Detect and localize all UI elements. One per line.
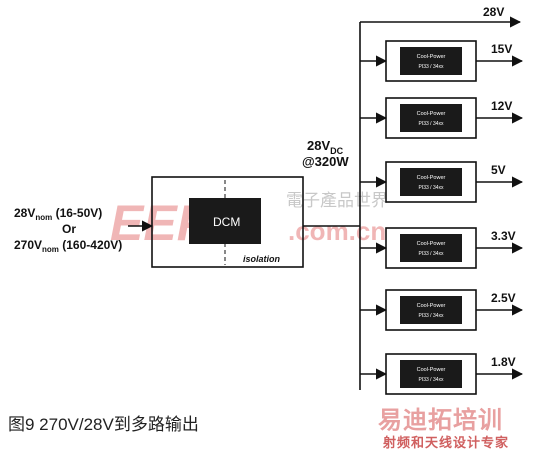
input-label-or: Or — [62, 222, 76, 236]
cool-power-module-1 — [400, 47, 462, 75]
module-line1-6: Cool-Power — [417, 367, 446, 373]
cool-power-module-3 — [400, 168, 462, 196]
eepw-domain-watermark: .com.cn — [288, 216, 386, 246]
dcm-module — [189, 198, 261, 244]
output-label-5: 2.5V — [491, 291, 516, 305]
isolation-label: isolation — [243, 254, 281, 264]
module-line1-4: Cool-Power — [417, 241, 446, 247]
cool-power-module-6 — [400, 360, 462, 388]
dcm-label: DCM — [213, 215, 240, 229]
bus-power-label: @320W — [302, 154, 349, 169]
module-line1-5: Cool-Power — [417, 303, 446, 309]
bus-voltage-label: 28VDC — [307, 138, 344, 156]
module-line1-2: Cool-Power — [417, 111, 446, 117]
dcm-outer-box — [151, 176, 304, 268]
cool-power-module-4 — [400, 234, 462, 262]
module-line2-6: PI33 / 34xx — [418, 377, 444, 383]
cool-power-module-2 — [400, 104, 462, 132]
output-label-0: 28V — [483, 5, 504, 19]
module-line2-3: PI33 / 34xx — [418, 185, 444, 191]
output-label-6: 1.8V — [491, 355, 516, 369]
module-line2-4: PI33 / 34xx — [418, 251, 444, 257]
output-label-2: 12V — [491, 99, 512, 113]
module-line1-1: Cool-Power — [417, 54, 446, 60]
input-label-28v: 28Vnom (16-50V) — [14, 206, 102, 222]
brand-watermark-subtitle: 射频和天线设计专家 — [383, 436, 510, 451]
eepw-cn-watermark: 電子產品世界 — [286, 191, 388, 211]
module-line2-5: PI33 / 34xx — [418, 313, 444, 319]
input-label-270v: 270Vnom (160-420V) — [14, 238, 122, 254]
output-label-4: 3.3V — [491, 229, 516, 243]
output-label-3: 5V — [491, 163, 506, 177]
module-line1-3: Cool-Power — [417, 175, 446, 181]
brand-watermark: 易迪拓培训 — [378, 406, 503, 434]
module-line2-1: PI33 / 34xx — [418, 64, 444, 70]
cool-power-module-5 — [400, 296, 462, 324]
figure-caption: 图9 270V/28V到多路输出 — [8, 415, 199, 434]
module-line2-2: PI33 / 34xx — [418, 121, 444, 127]
output-label-1: 15V — [491, 42, 512, 56]
